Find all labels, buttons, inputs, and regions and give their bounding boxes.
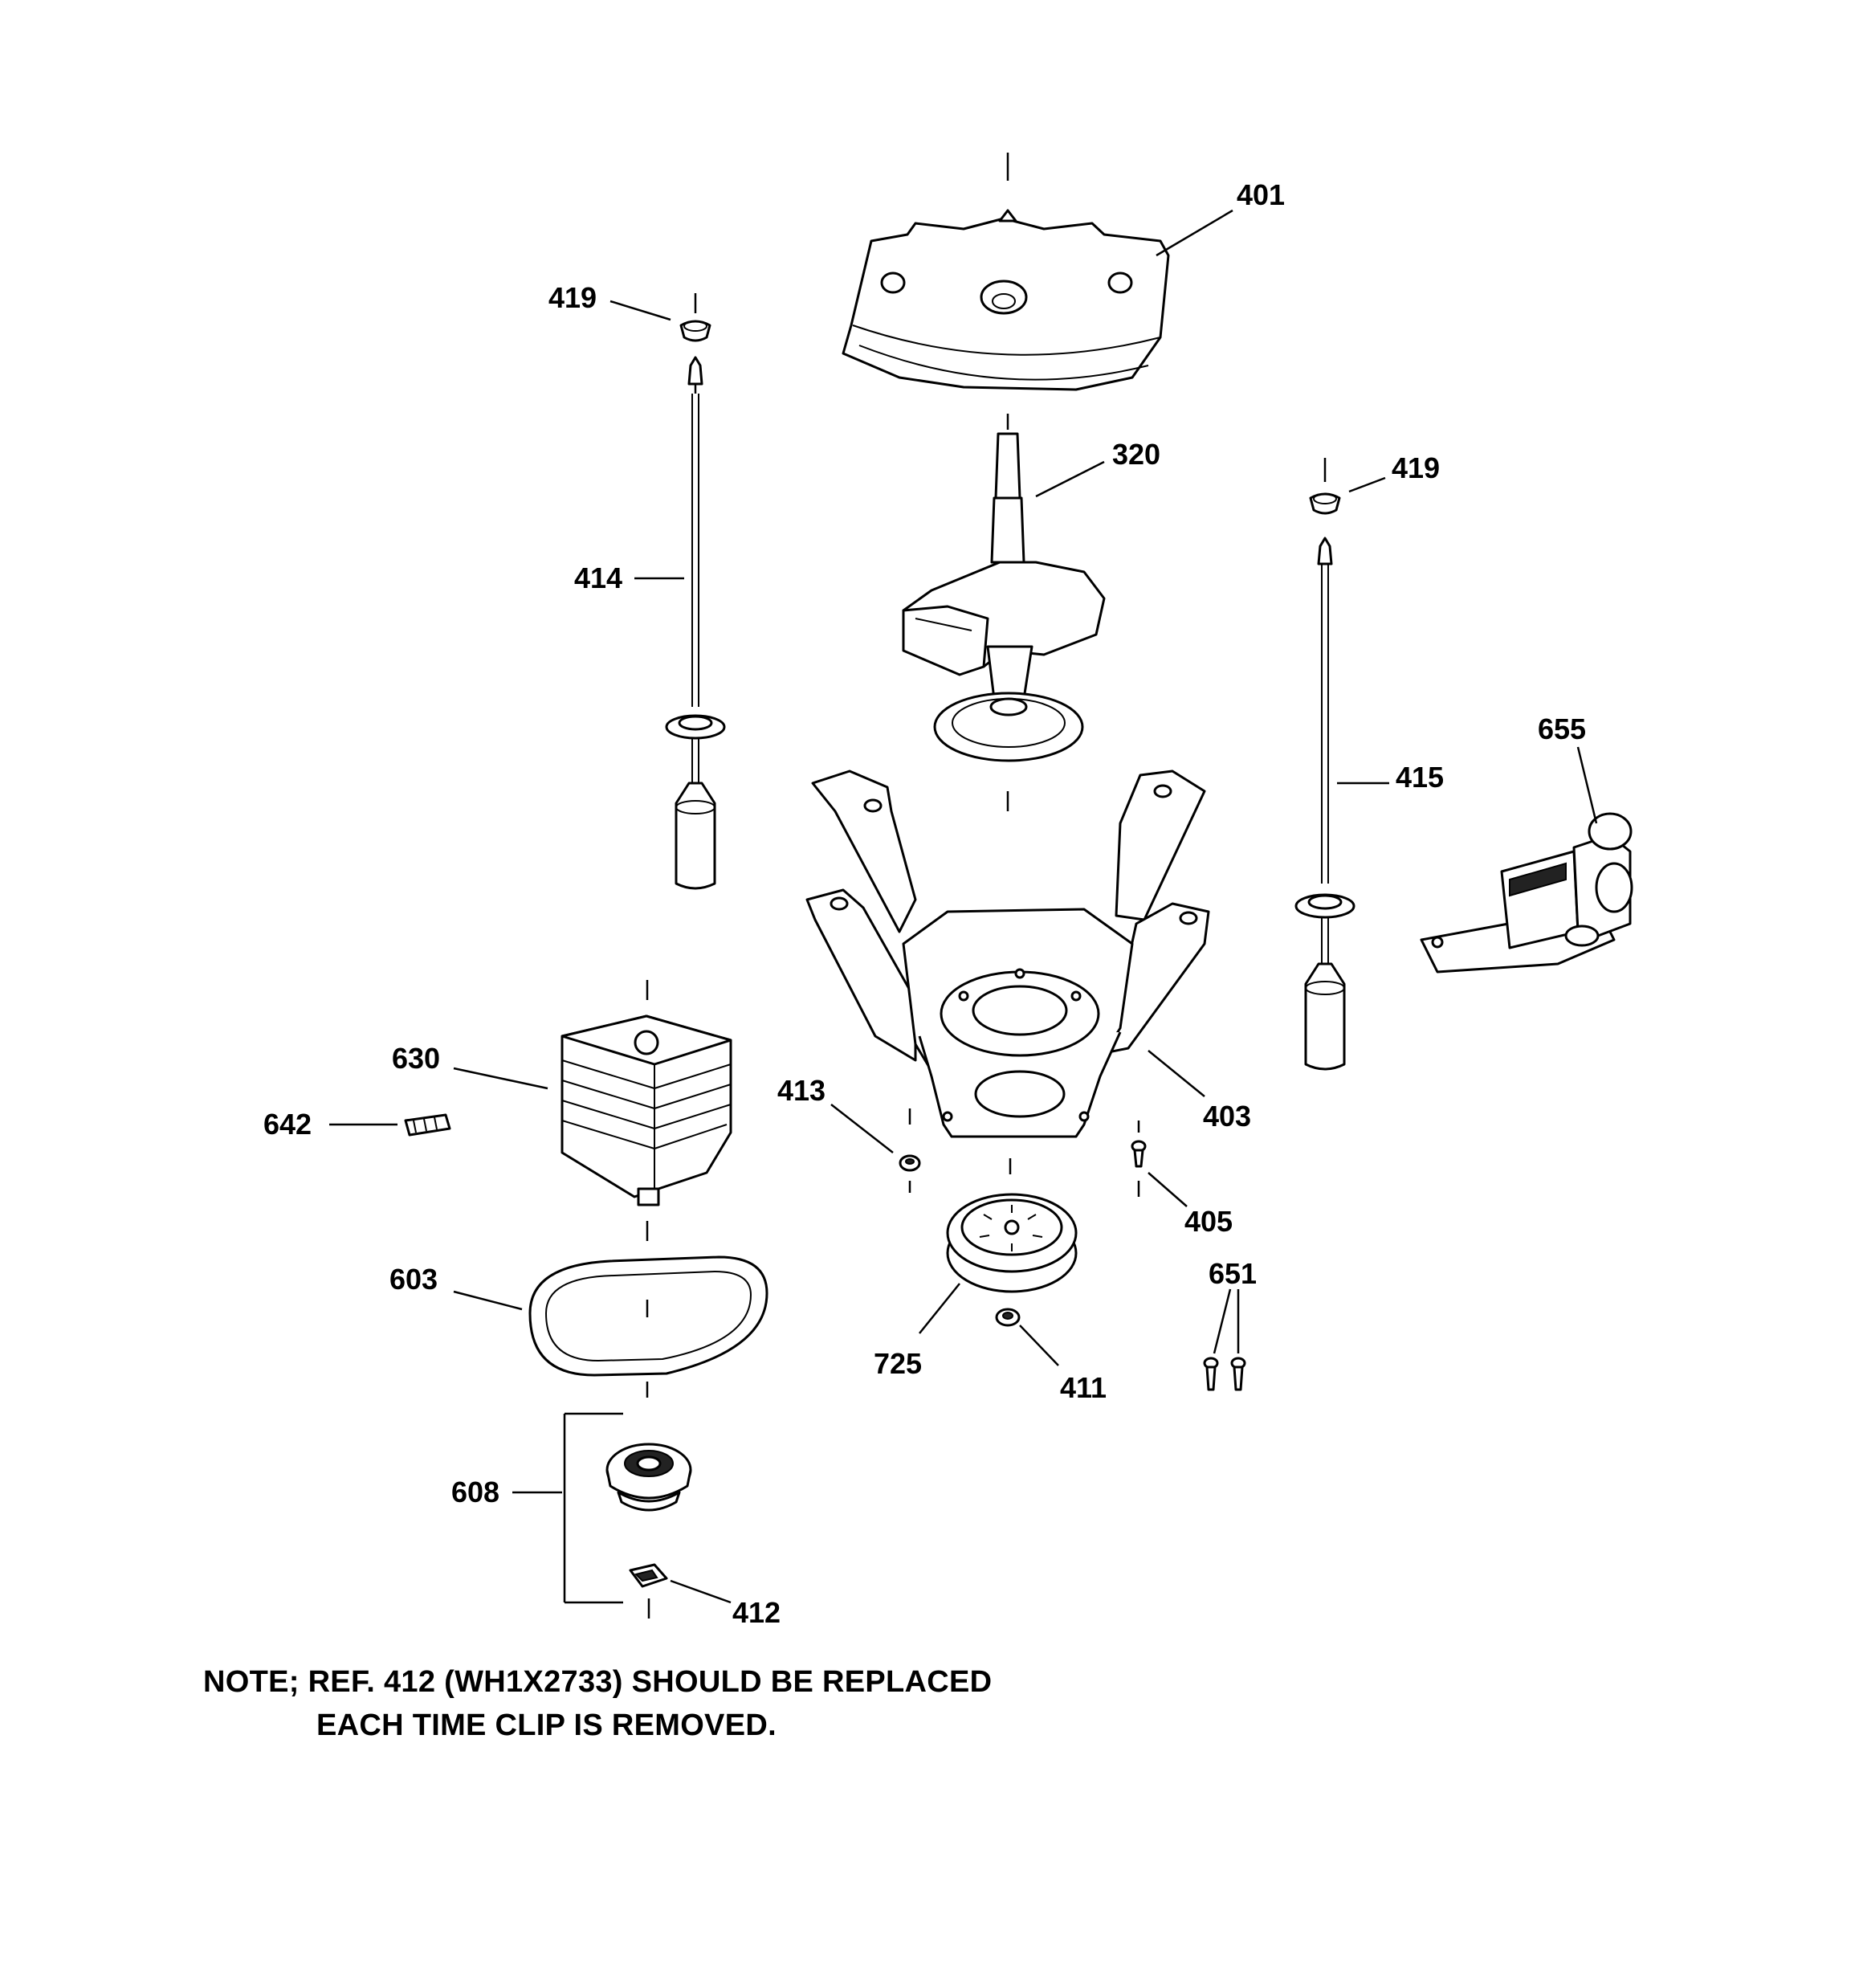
part-403-base-bracket [805,769,1210,1138]
callout-403: 403 [1203,1100,1251,1133]
callout-405: 405 [1184,1205,1233,1238]
part-411-nut [995,1308,1021,1327]
callout-419-right: 419 [1392,451,1440,484]
callout-655: 655 [1538,712,1586,745]
leader-320 [1035,460,1105,498]
leader-405 [1148,1172,1188,1207]
part-405-screw [1131,1121,1147,1197]
leader-413 [830,1104,894,1153]
callout-401: 401 [1237,178,1285,211]
callout-411: 411 [1060,1371,1107,1404]
leader-403 [1148,1050,1205,1097]
part-415-suspension-rod-right [1294,537,1355,1071]
leader-412 [670,1579,732,1604]
callout-414: 414 [574,561,622,594]
callout-415: 415 [1396,761,1444,794]
callout-413: 413 [777,1074,826,1107]
part-725-pulley [946,1158,1078,1293]
callout-725: 725 [874,1347,922,1380]
part-608-pulley-kit [563,1412,692,1604]
part-419-cap-left [679,293,711,342]
callout-630: 630 [392,1042,440,1075]
part-630-motor [561,980,732,1241]
leader-655 [1576,746,1598,824]
part-655-pump [1420,812,1633,974]
leader-603 [453,1290,523,1311]
note-line-1: NOTE; REF. 412 (WH1X2733) SHOULD BE REPL… [203,1665,993,1699]
leader-419-left [609,300,671,321]
leader-401 [1156,209,1233,257]
leader-630 [453,1067,548,1090]
part-642-clip [404,1113,451,1137]
callout-419-left: 419 [548,281,597,314]
part-413-nut [899,1108,921,1193]
leader-419-right [1348,476,1386,493]
leader-651a [1213,1288,1232,1354]
part-419-cap-right [1309,458,1341,515]
leader-725 [919,1283,960,1334]
callout-603: 603 [389,1263,438,1296]
leader-411 [1019,1325,1059,1366]
note-line-2: EACH TIME CLIP IS REMOVED. [316,1708,777,1742]
part-651-screws [1203,1357,1246,1391]
part-320-transmission [902,414,1106,811]
callout-651: 651 [1209,1257,1257,1290]
part-401-tub-cover [842,153,1170,391]
part-414-suspension-rod-left [665,356,726,890]
part-412-clip [629,1563,668,1619]
part-603-belt [528,1255,768,1398]
callout-642: 642 [263,1108,312,1141]
callout-412: 412 [732,1596,781,1629]
callout-320: 320 [1112,438,1160,471]
callout-608: 608 [451,1476,499,1508]
